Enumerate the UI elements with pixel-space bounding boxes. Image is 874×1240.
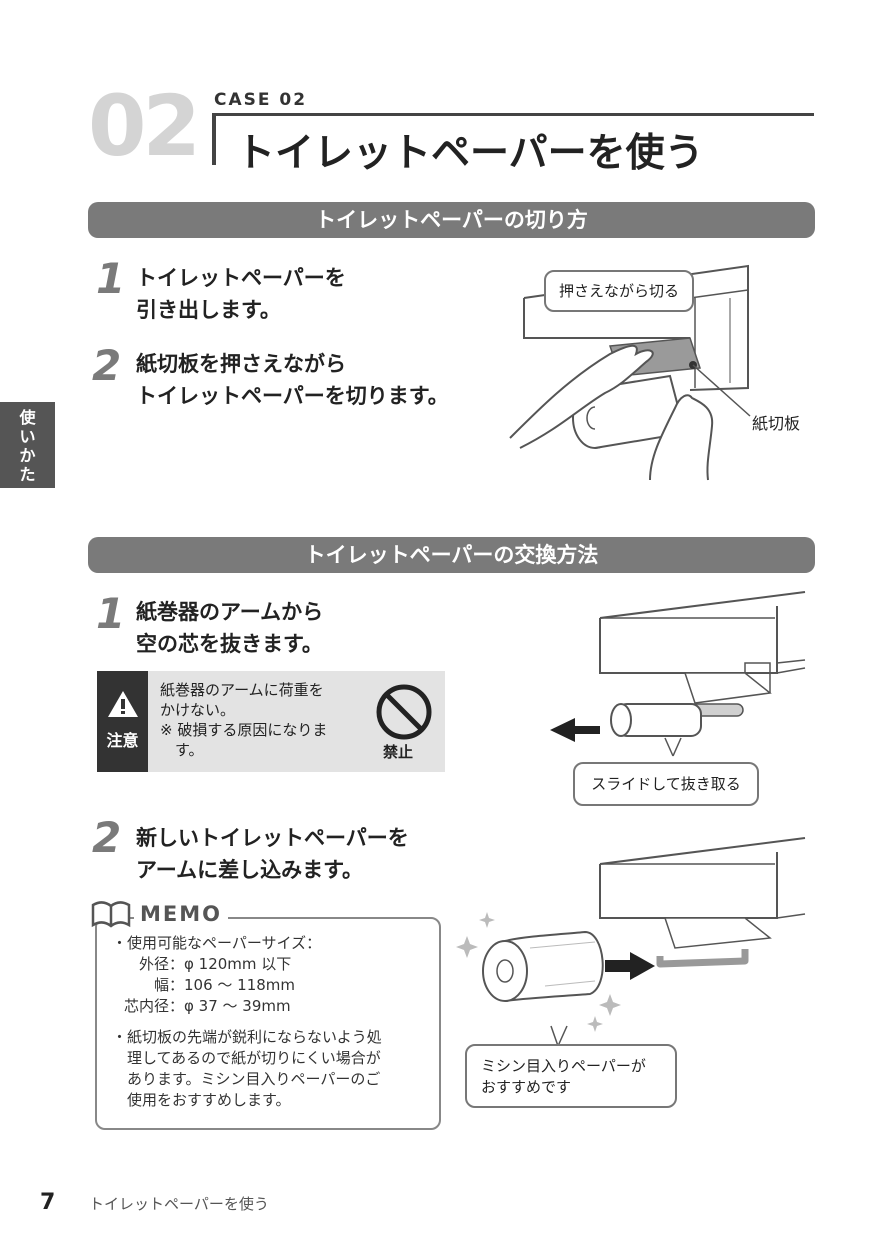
- memo-title: MEMO: [134, 902, 228, 926]
- case-label: CASE 02: [214, 90, 308, 110]
- caution-label: 注意: [106, 731, 139, 750]
- step-text: 紙切板を押さえながら トイレットペーパーを切ります。: [136, 352, 449, 408]
- case-number: 02: [88, 77, 201, 175]
- callout-press-and-cut: 押さえながら切る: [544, 270, 694, 312]
- warning-icon: [107, 691, 138, 717]
- memo-box: [95, 917, 441, 1130]
- memo-text: ・使用可能なペーパーサイズ： 外径：φ 120mm 以下 幅：106 ～ 118…: [112, 934, 382, 1109]
- step-number: 2: [92, 341, 122, 390]
- book-icon: [91, 901, 131, 928]
- side-tab-usage[interactable]: 使 い か た: [0, 402, 55, 488]
- step-text: 紙巻器のアームから 空の芯を抜きます。: [136, 600, 324, 656]
- page-number: 7: [40, 1190, 56, 1215]
- prohibited-icon: [376, 684, 432, 740]
- side-tab-char: た: [19, 465, 36, 484]
- step-number: 2: [92, 813, 122, 862]
- section-heading-cutting: トイレットペーパーの切り方: [88, 202, 815, 238]
- callout-slide-out: スライドして抜き取る: [573, 762, 759, 806]
- step-number: 1: [96, 589, 126, 638]
- page-title: トイレットペーパーを使う: [236, 131, 704, 176]
- section-heading-replacing: トイレットペーパーの交換方法: [88, 537, 815, 573]
- step-number: 1: [96, 254, 126, 303]
- caution-box: [97, 671, 445, 772]
- step-text: 新しいトイレットペーパーを アームに差し込みます。: [136, 826, 409, 882]
- cutting-illustration: [509, 264, 751, 481]
- insert-roll-illustration: [456, 837, 806, 1046]
- title-rule: [214, 113, 814, 116]
- callout-recommend-perforated: ミシン目入りペーパーが おすすめです: [465, 1044, 677, 1108]
- caution-text: 紙巻器のアームに荷重を かけない。 ※ 破損する原因になりま す。: [160, 681, 328, 759]
- side-tab-char: 使: [19, 408, 36, 427]
- prohibit-label: 禁止: [383, 743, 414, 761]
- side-tab-char: か: [19, 446, 36, 465]
- side-tab-char: い: [19, 427, 36, 446]
- footer-title: トイレットペーパーを使う: [89, 1195, 269, 1213]
- caution-icon-panel: 注意: [97, 671, 148, 772]
- step-text: トイレットペーパーを 引き出します。: [136, 266, 346, 322]
- title-left-bar: [212, 113, 216, 165]
- cutter-plate-label: 紙切板: [752, 414, 801, 433]
- remove-core-illustration: [550, 591, 806, 757]
